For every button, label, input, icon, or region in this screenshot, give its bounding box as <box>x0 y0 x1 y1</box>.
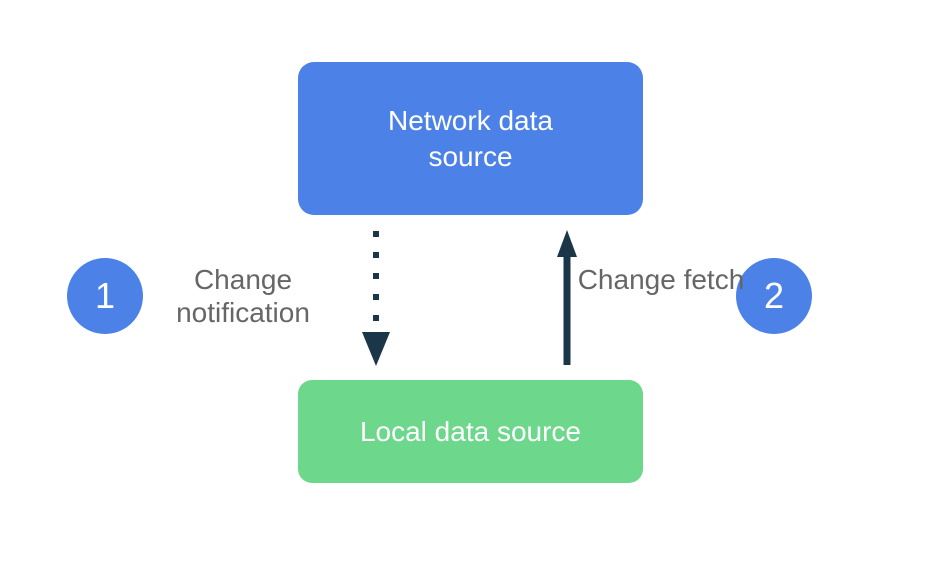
step-2-number: 2 <box>763 275 785 316</box>
local-data-source-label: Local data source <box>359 415 582 447</box>
step-2-badge: 2 <box>736 258 812 334</box>
local-data-source-box: Local data source <box>298 380 643 483</box>
step-1-label: Change notification <box>176 264 310 328</box>
arrow-down-head-icon <box>362 332 390 366</box>
change-fetch-solid-arrow <box>557 230 577 365</box>
step-2-label: Change fetch <box>577 264 745 295</box>
step-1-badge: 1 <box>67 258 143 334</box>
arrow-up-head-icon <box>557 230 577 257</box>
change-notification-dotted-arrow <box>362 231 390 366</box>
step-1-number: 1 <box>94 275 116 316</box>
network-data-source-label: Network data source <box>388 104 553 172</box>
network-data-source-box: Network data source <box>298 62 643 215</box>
